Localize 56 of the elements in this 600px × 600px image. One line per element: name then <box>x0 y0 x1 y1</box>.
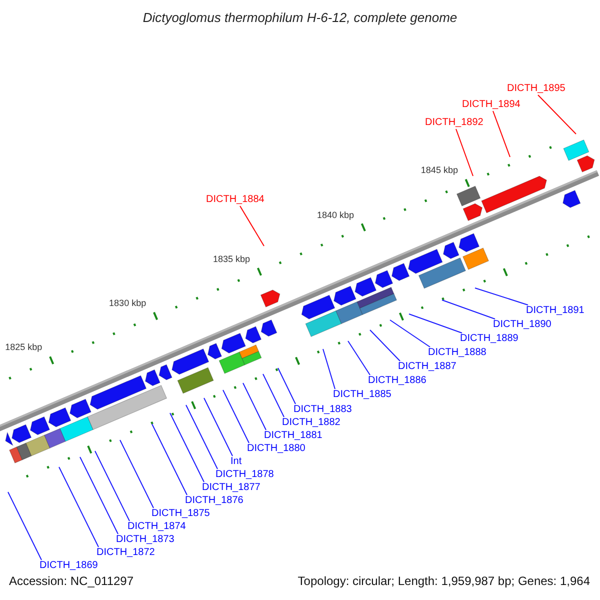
gene-label: DICTH_1878 <box>216 469 274 481</box>
gene-label: DICTH_1873 <box>116 534 174 546</box>
gene-label: DICTH_1892 <box>425 117 484 129</box>
leader-line <box>492 110 510 158</box>
gene-label: DICTH_1872 <box>96 547 155 559</box>
gene-label: DICTH_1880 <box>247 443 306 455</box>
leader-line <box>262 374 284 418</box>
leader-line <box>348 340 370 376</box>
leader-line <box>442 300 496 320</box>
leader-line <box>204 398 233 456</box>
gene-label: DICTH_1875 <box>152 508 210 520</box>
leader-line <box>240 206 264 246</box>
leader-line <box>152 424 188 496</box>
genome-summary-text: Topology: circular; Length: 1,959,987 bp; Genes: 1,964 <box>298 574 590 589</box>
gene-label: DICTH_1895 <box>507 83 566 95</box>
leader-line <box>94 450 130 522</box>
scale-label: 1835 kbp <box>213 252 250 265</box>
gene-label: DICTH_1888 <box>428 347 486 359</box>
gene-label: DICTH_1885 <box>333 389 392 401</box>
gene-label: DICTH_1894 <box>462 99 520 111</box>
gene-label: DICTH_1891 <box>526 305 584 317</box>
leader-line <box>278 368 296 404</box>
gene-label: DICTH_1869 <box>40 560 98 572</box>
gene-label: DICTH_1877 <box>202 482 260 494</box>
leader-line <box>186 404 218 470</box>
gene-label: Int <box>230 456 242 468</box>
scale-label: 1840 kbp <box>316 208 354 221</box>
leader-line <box>58 466 99 548</box>
scale-label: 1845 kbp <box>420 164 458 176</box>
gene-label: DICTH_1882 <box>282 417 340 429</box>
leader-line <box>390 320 430 348</box>
gene-label: DICTH_1876 <box>185 495 244 507</box>
leader-line <box>370 330 400 362</box>
leader-line <box>8 492 42 560</box>
leader-line <box>456 128 474 176</box>
scale-label: 1825 kbp <box>5 341 42 354</box>
leader-line <box>80 456 118 534</box>
leader-line <box>322 348 336 390</box>
title: Dictyoglomus thermophilum H-6-12, complete genome <box>142 10 458 25</box>
scale-label: 1830 kbp <box>109 297 146 310</box>
leader-line <box>242 382 266 430</box>
gene-label: DICTH_1884 <box>206 194 264 206</box>
leader-line <box>538 94 576 134</box>
accession-text: Accession: NC_011297 <box>9 574 134 589</box>
gene-label: DICTH_1881 <box>264 430 322 442</box>
gene-label: DICTH_1883 <box>294 404 352 416</box>
gene-label: DICTH_1889 <box>460 333 518 345</box>
leader-line <box>474 288 528 306</box>
leader-line <box>170 412 204 482</box>
leader-line <box>408 314 462 334</box>
leader-line <box>222 390 250 444</box>
gene-label: DICTH_1886 <box>368 375 426 387</box>
gene-label: DICTH_1887 <box>398 361 456 373</box>
gene-label: DICTH_1890 <box>493 319 552 331</box>
gene-label: DICTH_1874 <box>128 521 186 533</box>
leader-line <box>120 440 154 508</box>
